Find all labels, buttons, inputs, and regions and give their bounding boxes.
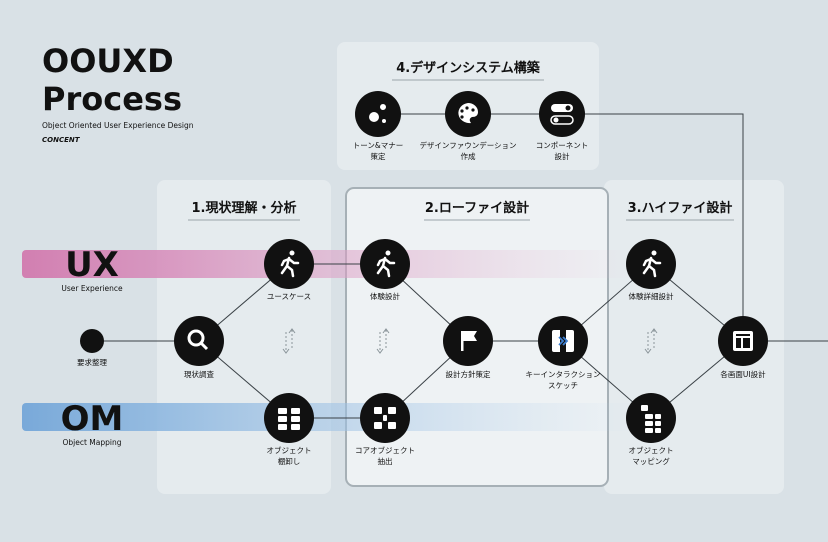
node-label: 抽出 [378, 456, 393, 466]
flag-icon [461, 331, 477, 351]
section-current: 1.現状理解・分析 [192, 200, 297, 216]
node-label: コアオブジェクト [355, 445, 415, 455]
grid-icon [374, 407, 396, 429]
om-band-label: OM [61, 399, 124, 439]
section-lofi: 2.ローファイ設計 [425, 200, 529, 216]
dot-icon [80, 329, 104, 353]
node-component: コンポーネント 設計 [536, 91, 589, 161]
node-experience-detail: 体験詳細設計 [626, 239, 676, 301]
mapping-icon [641, 405, 661, 433]
node-label: 設計 [555, 151, 570, 161]
layout-icon [733, 331, 753, 351]
node-screen-ui-design: 各画面UI設計 [718, 316, 768, 379]
node-key-interaction-sketch: キーインタラクション スケッチ [526, 316, 601, 390]
node-label: 各画面UI設計 [720, 369, 766, 379]
node-label: オブジェクト [267, 445, 312, 455]
ux-band-label: UX [65, 245, 119, 285]
node-tone-manner: トーン&マナー 策定 [353, 91, 403, 161]
node-label: 現状調査 [184, 369, 214, 379]
node-label: キーインタラクション [526, 370, 601, 379]
ux-band-sublabel: User Experience [61, 284, 123, 293]
brand-logo: CONCENT [42, 136, 81, 144]
node-label: 策定 [371, 151, 386, 161]
grid-icon [278, 408, 300, 430]
node-experience-design: 体験設計 [360, 239, 410, 301]
section-hifi: 3.ハイファイ設計 [628, 200, 733, 216]
interaction-icon [552, 330, 574, 352]
node-label: オブジェクト [629, 445, 674, 455]
node-design-policy: 設計方針策定 [443, 316, 493, 379]
om-band-sublabel: Object Mapping [63, 438, 122, 447]
om-band [22, 403, 642, 431]
runner-icon [280, 250, 300, 278]
node-label: マッピング [632, 456, 670, 466]
node-label: 要求整理 [77, 357, 107, 367]
section-design-system: 4.デザインシステム構築 [396, 60, 541, 76]
runner-icon [376, 250, 396, 278]
node-usecase: ユースケース [264, 239, 314, 301]
dots-icon [369, 104, 386, 123]
node-label: 作成 [461, 151, 476, 161]
node-label: デザインファウンデーション [419, 140, 516, 150]
search-icon [187, 329, 209, 351]
node-label: 体験設計 [370, 291, 400, 301]
node-object-mapping: オブジェクト マッピング [626, 393, 676, 466]
iteration-arrowheads [282, 328, 658, 354]
node-research: 現状調査 [174, 316, 224, 379]
node-label: ユースケース [267, 292, 311, 301]
node-label: トーン&マナー [353, 141, 403, 150]
node-object-inventory: オブジェクト 棚卸し [264, 393, 314, 466]
title-line1: OOUXD [42, 42, 174, 80]
node-label: 棚卸し [278, 456, 301, 466]
palette-icon [458, 103, 478, 124]
toggle-icon [550, 104, 574, 125]
title-line2: Process [42, 80, 182, 118]
node-design-foundation: デザインファウンデーション 作成 [419, 91, 517, 161]
node-requirements: 要求整理 [77, 329, 107, 367]
node-core-object: コアオブジェクト 抽出 [355, 393, 415, 466]
node-label: コンポーネント [536, 141, 589, 150]
node-label: スケッチ [548, 381, 578, 390]
iteration-arrows-icon [285, 330, 655, 352]
runner-icon [642, 250, 662, 278]
node-label: 体験詳細設計 [629, 291, 674, 301]
node-label: 設計方針策定 [446, 369, 491, 379]
title-subtitle: Object Oriented User Experience Design [42, 121, 194, 130]
